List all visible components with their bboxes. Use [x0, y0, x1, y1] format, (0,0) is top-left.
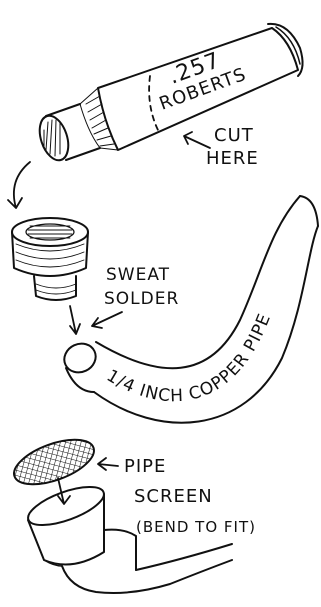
- screen-label-line3: (BEND TO FIT): [136, 518, 256, 536]
- casing-mouth-hatch: [43, 119, 61, 157]
- sweat-label-line1: SWEAT: [106, 265, 170, 285]
- screen-label-line1: PIPE: [124, 456, 166, 477]
- screen-label-line2: SCREEN: [134, 486, 213, 507]
- solder-arrow-icon: [91, 311, 123, 329]
- screen-callout: PIPE SCREEN (BEND TO FIT): [57, 456, 256, 536]
- cut-arrow-icon: [183, 131, 211, 149]
- down-arrow-icon: [69, 305, 81, 335]
- curved-arrow-icon: [7, 161, 31, 209]
- casing-rim: [267, 22, 304, 77]
- bowl-assembly: [27, 486, 233, 594]
- cut-label-line2: HERE: [206, 148, 259, 169]
- copper-pipe: 1/4 INCH COPPER PIPE: [63, 195, 319, 424]
- casing-mouth: [38, 114, 70, 162]
- brass-fitting: [11, 217, 89, 301]
- sweat-label-line2: SOLDER: [104, 289, 179, 309]
- pipe-screen: [13, 438, 95, 486]
- sweat-solder-callout: SWEAT SOLDER: [69, 265, 179, 335]
- pipe-end-opening: [63, 342, 97, 374]
- casing-body: [97, 27, 299, 151]
- screen-mesh: [13, 438, 95, 486]
- cut-here-callout: CUT HERE: [183, 125, 259, 169]
- cut-label-line1: CUT: [214, 125, 254, 146]
- rifle-casing: .257 ROBERTS: [38, 22, 304, 162]
- cut-line: [148, 75, 161, 135]
- screen-down-arrow-icon: [57, 477, 71, 505]
- casing-neck: [45, 103, 101, 161]
- screen-arrow-icon: [97, 457, 119, 471]
